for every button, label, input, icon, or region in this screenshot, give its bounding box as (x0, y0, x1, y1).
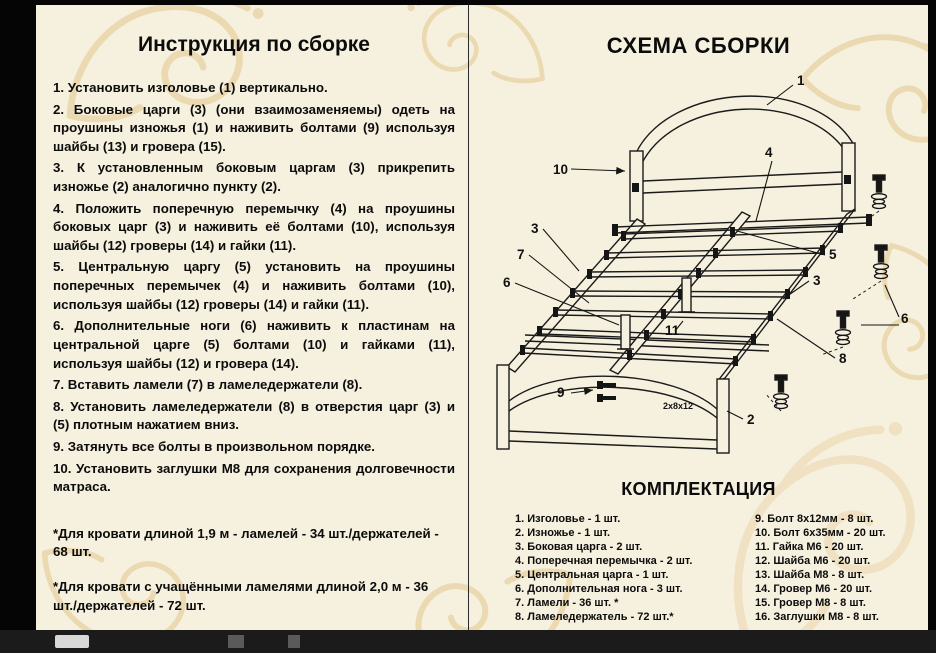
part-item-7: 7. Ламели - 36 шт. * (515, 597, 619, 609)
taskbar-item[interactable] (228, 635, 244, 648)
callout-numbers: 1 10 4 3 7 6 5 3 8 11 9 2 6 2x8x12 (503, 73, 909, 427)
assembly-steps: 1. Установить изголовье (1) вертикально.… (53, 79, 455, 497)
callout-9: 9 (557, 385, 565, 400)
assembly-step-2: 2. Боковые царги (3) (они взаимозаменяем… (53, 101, 455, 154)
callout-3b: 3 (813, 273, 821, 288)
footnote-1: *Для кровати длиной 1,9 м - ламелей - 34… (53, 525, 439, 560)
part-item-14: 14. Гровер М6 - 20 шт. (755, 583, 873, 595)
footboard (496, 364, 730, 454)
part-item-12: 12. Шайба М6 - 20 шт. (755, 555, 871, 567)
part-item-8: 8. Ламеледержатель - 72 шт.* (515, 611, 674, 623)
headboard (629, 95, 856, 222)
size-label: 2x8x12 (663, 401, 693, 411)
parts-column-left: 1. Изголовье - 1 шт. 2. Изножье - 1 шт. … (515, 512, 755, 624)
instructions-panel: Инструкция по сборке 1. Установить изгол… (36, 5, 468, 630)
callout-1: 1 (797, 73, 805, 88)
footnote-2: *Для кровати с учащёнными ламелями длино… (53, 579, 429, 613)
bed-diagram: 1 10 4 3 7 6 5 3 8 11 9 2 6 2x8x12 (496, 73, 909, 454)
slats (520, 223, 843, 366)
part-item-2: 2. Изножье - 1 шт. (515, 527, 611, 539)
part-item-6: 6. Дополнительная нога - 3 шт. (515, 583, 683, 595)
parts-list: 1. Изголовье - 1 шт. 2. Изножье - 1 шт. … (469, 512, 928, 624)
callout-8: 8 (839, 351, 847, 366)
part-item-3: 3. Боковая царга - 2 шт. (515, 541, 643, 553)
taskbar-item[interactable] (55, 635, 89, 648)
part-item-5: 5. Центральная царга - 1 шт. (515, 569, 669, 581)
part-item-9: 9. Болт 8х12мм - 8 шт. (755, 513, 874, 525)
callout-2: 2 (747, 412, 755, 427)
assembly-step-9: 9. Затянуть все болты в произвольном пор… (53, 438, 375, 454)
part-item-15: 15. Гровер М8 - 8 шт. (755, 597, 866, 609)
instructions-title: Инструкция по сборке (138, 33, 370, 56)
callout-7: 7 (517, 247, 525, 262)
assembly-step-3: 3. К установленным боковым царгам (3) пр… (53, 160, 455, 195)
assembly-step-7: 7. Вставить ламели (7) в ламеледержатели… (53, 377, 363, 393)
guide-dashes (764, 210, 882, 412)
bed-frame-group (496, 95, 890, 454)
assembly-step-10: 10. Установить заглушки М8 для сохранени… (53, 460, 455, 495)
assembly-step-6: 6. Дополнительные ноги (6) наживить к пл… (53, 318, 455, 371)
assembly-step-1: 1. Установить изголовье (1) вертикально. (53, 80, 328, 95)
callout-6b: 6 (901, 311, 909, 326)
taskbar (0, 630, 936, 653)
instruction-page: Инструкция по сборке 1. Установить изгол… (36, 5, 928, 630)
callout-5: 5 (829, 247, 837, 262)
parts-title: КОМПЛЕКТАЦИЯ (621, 479, 776, 499)
callout-10: 10 (553, 162, 568, 177)
part-item-1: 1. Изголовье - 1 шт. (515, 513, 621, 525)
bolt-icons (597, 381, 616, 402)
diagram-title: СХЕМА СБОРКИ (606, 33, 791, 58)
assembly-step-4: 4. Положить поперечную перемычку (4) на … (53, 200, 455, 253)
callout-4: 4 (765, 145, 773, 160)
assembly-step-5: 5. Центральную царгу (5) установить на п… (53, 259, 455, 312)
taskbar-item[interactable] (288, 635, 300, 648)
callout-11: 11 (665, 323, 680, 338)
callout-3a: 3 (531, 221, 539, 236)
part-item-11: 11. Гайка М6 - 20 шт. (755, 541, 864, 553)
assembly-step-8: 8. Установить ламеледержатели (8) в отве… (53, 398, 455, 433)
part-item-10: 10. Болт 6х35мм - 20 шт. (755, 527, 886, 539)
callout-6a: 6 (503, 275, 511, 290)
part-item-13: 13. Шайба М8 - 8 шт. (755, 569, 865, 581)
column-divider (468, 5, 469, 630)
callout-lines (514, 84, 900, 420)
parts-column-right: 9. Болт 8х12мм - 8 шт. 10. Болт 6х35мм -… (755, 512, 923, 624)
diagram-panel: СХЕМА СБОРКИ (469, 5, 928, 630)
part-item-4: 4. Поперечная перемычка - 2 шт. (515, 555, 693, 567)
part-item-16: 16. Заглушки М8 - 8 шт. (755, 611, 879, 623)
extra-legs (617, 277, 695, 350)
